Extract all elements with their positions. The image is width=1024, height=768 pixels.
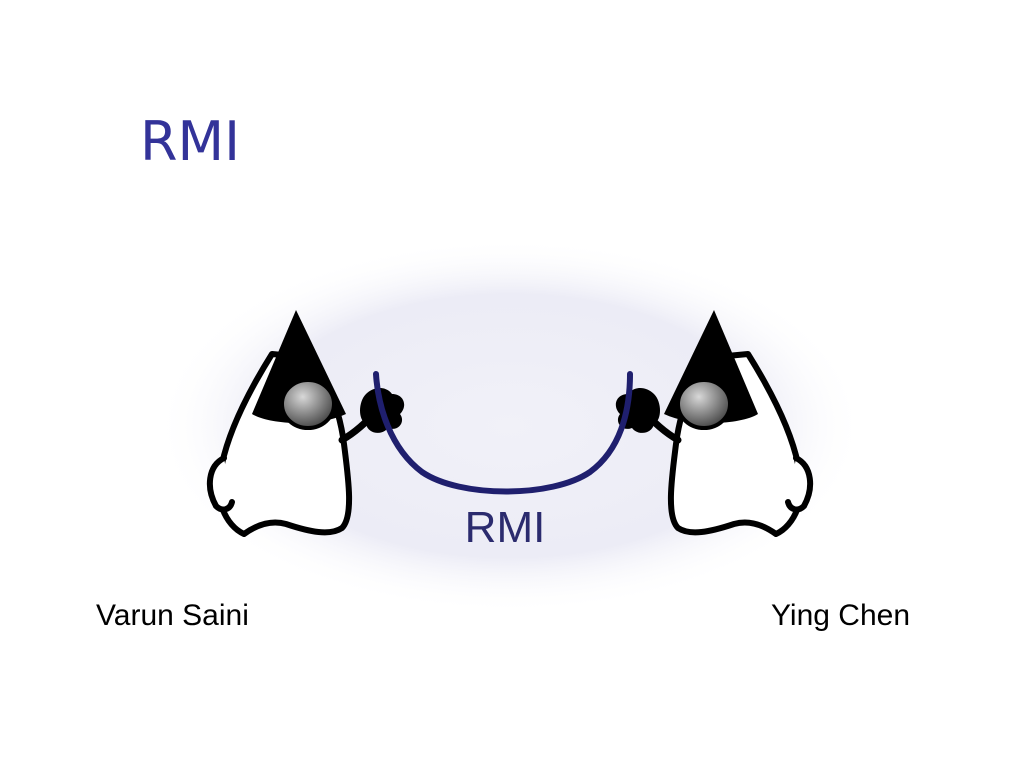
slide-title: RMI bbox=[140, 110, 241, 173]
author-right: Ying Chen bbox=[771, 599, 910, 632]
rmi-illustration: RMI bbox=[160, 238, 860, 614]
illustration-caption: RMI bbox=[465, 503, 546, 552]
author-left: Varun Saini bbox=[96, 599, 249, 632]
rmi-cable-icon bbox=[373, 371, 633, 495]
left-duke-icon bbox=[206, 310, 405, 537]
